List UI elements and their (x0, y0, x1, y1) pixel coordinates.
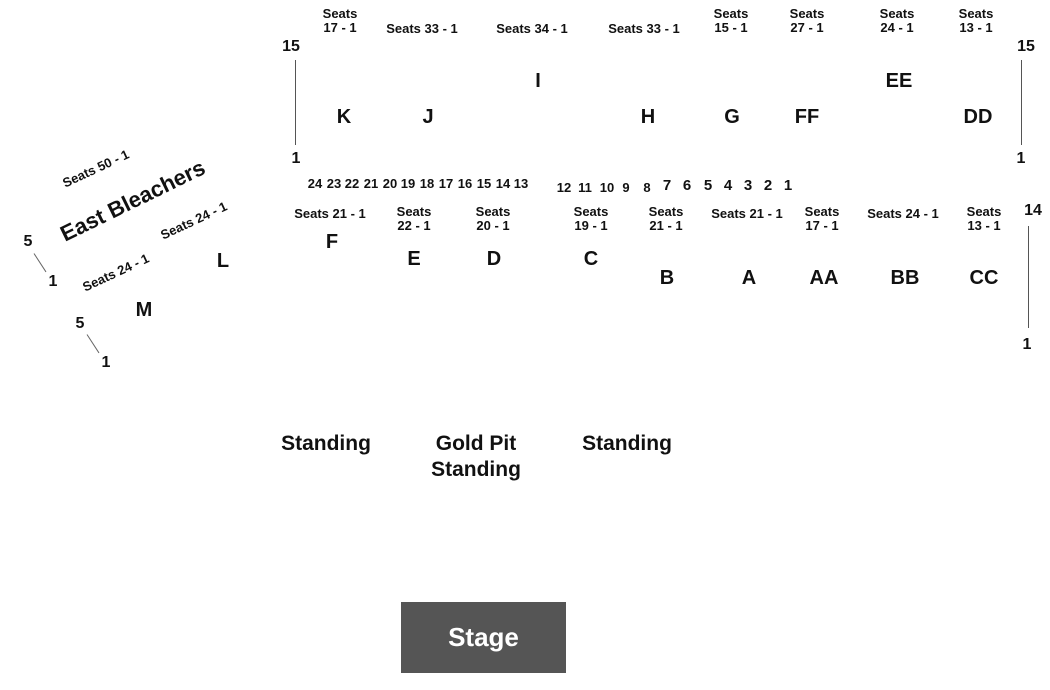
section-cc[interactable]: CC (969, 267, 999, 289)
row-number: 14 (495, 176, 511, 191)
row-number: 2 (763, 177, 773, 194)
seats-label-east-bleachers: Seats 50 - 1 (60, 146, 132, 191)
section-h[interactable]: H (640, 106, 656, 128)
row-number: 24 (307, 176, 323, 191)
seats-label-section-aa: Seats 17 - 1 (804, 204, 840, 233)
row-indicator-left-top: 15 (282, 38, 300, 55)
row-number: 23 (326, 176, 342, 191)
seats-label-section-a: Seats 21 - 1 (711, 206, 783, 221)
row-number: 12 (556, 180, 572, 195)
seats-label-section-c: Seats 19 - 1 (573, 204, 609, 233)
section-g[interactable]: G (724, 106, 740, 128)
stage-label: Stage (448, 622, 519, 652)
section-b[interactable]: B (659, 267, 675, 289)
row-number: 20 (382, 176, 398, 191)
section-j[interactable]: J (422, 106, 434, 128)
row-indicator-right-bottom: 1 (1016, 150, 1026, 167)
row-number: 22 (344, 176, 360, 191)
floor-row-range-line (1028, 226, 1029, 328)
seats-label-section-i: Seats 34 - 1 (496, 21, 568, 36)
section-i[interactable]: I (535, 70, 541, 92)
floor-row-indicator-bottom: 1 (1022, 336, 1032, 353)
row-number: 15 (476, 176, 492, 191)
seats-label-section-ff: Seats 27 - 1 (789, 6, 825, 35)
east-row-indicator-lower-top: 5 (75, 315, 85, 332)
section-d[interactable]: D (486, 248, 502, 270)
row-number: 13 (513, 176, 529, 191)
row-number: 16 (457, 176, 473, 191)
section-e[interactable]: E (407, 248, 421, 270)
seats-label-section-b: Seats 21 - 1 (648, 204, 684, 233)
section-aa[interactable]: AA (809, 267, 839, 289)
seats-label-section-e: Seats 22 - 1 (396, 204, 432, 233)
ga-standing-left[interactable]: Standing (281, 432, 371, 455)
row-indicator-left-bottom: 1 (291, 150, 301, 167)
seats-label-section-ee: Seats 24 - 1 (879, 6, 915, 35)
row-indicator-right-top: 15 (1017, 38, 1035, 55)
seats-label-section-dd: Seats 13 - 1 (958, 6, 994, 35)
east-row-indicator-upper-bottom: 1 (48, 273, 58, 290)
stage: Stage (401, 602, 566, 673)
row-number: 10 (599, 180, 615, 195)
seats-label-section-h: Seats 33 - 1 (608, 21, 680, 36)
seats-label-section-cc: Seats 13 - 1 (966, 204, 1002, 233)
ga-gold-pit-standing[interactable]: Gold Pit Standing (431, 432, 521, 481)
row-number: 1 (783, 177, 793, 194)
east-row-range-line-lower (86, 334, 100, 354)
row-number: 11 (578, 180, 592, 195)
section-f[interactable]: F (325, 231, 339, 253)
section-a[interactable]: A (741, 267, 757, 289)
row-range-line-left (295, 60, 296, 145)
seats-label-section-g: Seats 15 - 1 (713, 6, 749, 35)
section-ff[interactable]: FF (794, 106, 820, 128)
row-number: 17 (438, 176, 454, 191)
row-number: 18 (419, 176, 435, 191)
row-number: 21 (363, 176, 379, 191)
row-number: 9 (622, 180, 630, 195)
row-number: 7 (662, 177, 672, 194)
east-row-indicator-lower-bottom: 1 (101, 354, 111, 371)
seats-label-section-bb: Seats 24 - 1 (867, 206, 939, 221)
seats-label-section-d: Seats 20 - 1 (475, 204, 511, 233)
row-number: 19 (400, 176, 416, 191)
seats-label-section-l: Seats 24 - 1 (158, 198, 230, 243)
seats-label-section-m: Seats 24 - 1 (80, 250, 152, 295)
seats-label-section-f: Seats 21 - 1 (294, 206, 366, 221)
row-number: 3 (743, 177, 753, 194)
section-k[interactable]: K (336, 106, 352, 128)
east-row-range-line-upper (33, 253, 47, 273)
seats-label-section-j: Seats 33 - 1 (386, 21, 458, 36)
section-bb[interactable]: BB (890, 267, 920, 289)
seats-label-section-k: Seats 17 - 1 (322, 6, 358, 35)
row-number: 6 (682, 177, 692, 194)
row-number: 5 (703, 177, 713, 194)
ga-standing-right[interactable]: Standing (582, 432, 672, 455)
section-l[interactable]: L (216, 250, 230, 272)
section-c[interactable]: C (583, 248, 599, 270)
row-number: 4 (723, 177, 733, 194)
section-dd[interactable]: DD (963, 106, 993, 128)
section-m[interactable]: M (135, 299, 153, 321)
floor-row-indicator-top: 14 (1024, 202, 1042, 219)
row-range-line-right (1021, 60, 1022, 145)
section-ee[interactable]: EE (885, 70, 913, 92)
east-row-indicator-upper-top: 5 (23, 233, 33, 250)
row-number: 8 (643, 180, 651, 195)
